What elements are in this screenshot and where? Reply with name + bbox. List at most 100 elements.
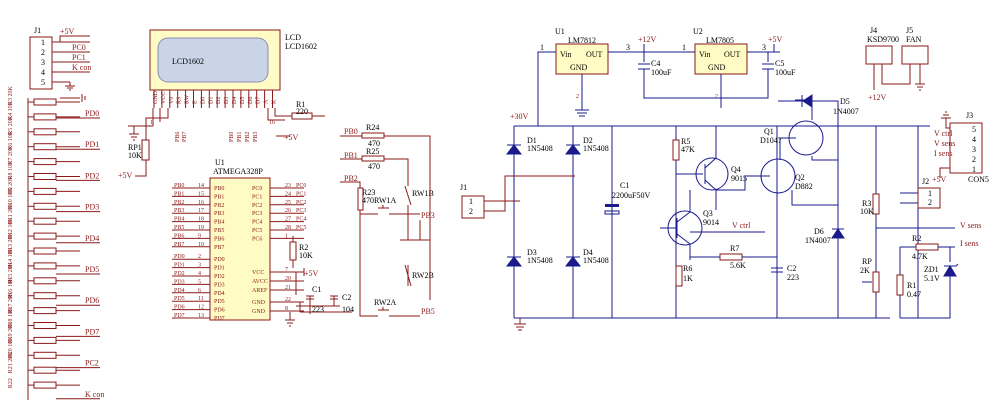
- r1pw-body: [896, 274, 904, 296]
- mcu-left-pinnum: 14: [198, 183, 204, 189]
- mcu-r2-value: 10K: [299, 251, 313, 260]
- mcu-left-pinnum: 19: [198, 225, 204, 231]
- ladder-resistor-label: R18 10K: [8, 306, 14, 329]
- ladder-resistor: [33, 113, 57, 121]
- j3-pin-1: 1: [972, 165, 976, 174]
- ladder-net-label: PD0: [85, 109, 99, 118]
- mcu-left-pinname: PD3: [214, 282, 225, 288]
- j1r-ref: J1: [460, 183, 467, 192]
- mcu-right-pinname: PC5: [252, 228, 262, 234]
- d5-value: 1N4007: [833, 107, 859, 116]
- kp-r25-body: [361, 155, 385, 162]
- r6-ref: R6: [683, 264, 692, 273]
- ladder-resistor-label: R12 10K: [8, 217, 14, 240]
- mcu-right-net: PC3: [296, 208, 306, 214]
- ladder-resistor-label: R4 10K: [8, 100, 14, 120]
- r7-value: 5.6K: [730, 261, 746, 270]
- lcd-net-label: PB2: [245, 132, 251, 142]
- r6-value: 1K: [683, 274, 693, 283]
- ladder-resistor: [33, 202, 57, 210]
- mcu-left-pinnum: 2: [198, 254, 201, 260]
- mcu-left-net: PB5: [174, 225, 184, 231]
- ladder-resistor-label: R8 10K: [8, 160, 14, 180]
- ladder-resistor-label: R9 20K: [8, 175, 14, 195]
- mcu-left-pinname: PD1: [214, 266, 225, 272]
- mcu-right-pinnum: 23: [285, 183, 291, 189]
- r2pw-value: 4.7K: [912, 252, 928, 261]
- ladder-resistor-label: R10 10K: [8, 187, 14, 210]
- mcu-left-pinnum: 9: [198, 233, 201, 239]
- mcu-left-pinnum: 5: [198, 279, 201, 285]
- d6-ref: D6: [814, 227, 824, 236]
- j3-body: [949, 122, 983, 174]
- ladder-resistor: [33, 351, 57, 359]
- r5-value: 47K: [681, 145, 695, 154]
- ladder-resistor-label: R16 10K: [8, 276, 14, 299]
- mcu-left-net: PB6: [174, 233, 184, 239]
- ladder-resistor: [33, 322, 57, 329]
- ladder-net-label: PD1: [85, 140, 99, 149]
- lcd-pin-label: A: [264, 99, 270, 104]
- r7-ref: R7: [730, 244, 739, 253]
- u1-vin: Vin: [560, 50, 572, 59]
- d1-ref: D1: [527, 136, 537, 145]
- resistor-r1: R1 220 +5V: [284, 100, 325, 142]
- ladder-resistor: [33, 277, 57, 285]
- ladder-resistor-label: R22: [8, 378, 14, 388]
- j3-pin-3: 3: [972, 145, 976, 154]
- j3-net-isens: I sens: [934, 149, 952, 158]
- lcd-pin-first: 1: [150, 120, 153, 126]
- lcd-pin-label: K: [272, 99, 278, 104]
- mcu-right-pinname: PC1: [252, 194, 262, 200]
- mcu-right-pinnum: 28: [285, 225, 291, 231]
- kp-net-pb0: PB0: [344, 127, 358, 136]
- mcu-left-net: PD0: [174, 254, 185, 260]
- lcd-net-label: PB7: [182, 132, 188, 142]
- ladder-net-label: PC2: [85, 359, 99, 368]
- mcu-right-pinname: AVCC: [252, 279, 268, 285]
- mcu-left-pinname: PD4: [214, 291, 225, 297]
- mcu-left-pinname: PB2: [214, 203, 224, 209]
- mcu-r2-body: [289, 241, 297, 261]
- mcu-left-pinnum: 6: [198, 288, 201, 294]
- ladder-resistor: [33, 187, 57, 195]
- mcu-left-pinname: PB7: [214, 245, 224, 251]
- lcd-pin-label: RS: [177, 97, 183, 104]
- mcu-left-pinname: PD2: [214, 274, 225, 280]
- kp-net-pb1: PB1: [344, 151, 358, 160]
- ladder-resistor-label: R13 20K: [8, 231, 14, 254]
- ladder-resistor: [33, 292, 57, 300]
- d3-symbol: [505, 256, 523, 267]
- keypad-block: PB0 PB1 PB2 R24 470 R25 470 R23 470 RW1A…: [340, 123, 435, 317]
- ladder-net-label: PD2: [85, 171, 99, 180]
- d6-symbol: [831, 228, 845, 239]
- lcd-pin-label: D2: [216, 97, 222, 104]
- mcu-right-pinnum: 24: [285, 191, 291, 197]
- ladder-resistor: [33, 143, 57, 151]
- mcu-right-pinname: AREF: [252, 288, 268, 294]
- j1-pin-2: 2: [41, 48, 45, 57]
- mcu-left-pinname: PB5: [214, 228, 224, 234]
- mcu-r2-ref: R2: [299, 243, 308, 252]
- j1-pin-3: 3: [41, 58, 45, 67]
- ladder-net-label: PD6: [85, 296, 99, 305]
- mcu-left-pinnum: 15: [198, 191, 204, 197]
- mcu-right-pinnum: 25: [285, 200, 291, 206]
- mcu-left-net: PD4: [174, 288, 185, 294]
- lcd-pin-label: D0: [200, 97, 206, 104]
- q1-value: D1047: [760, 136, 782, 145]
- kp-r24-value: 470: [368, 139, 380, 148]
- ladder-resistor-label: R15 20K: [8, 261, 14, 284]
- j4-body: [865, 45, 893, 65]
- j3-pin-2: 2: [972, 155, 976, 164]
- kp-r25-value: 470: [368, 162, 380, 171]
- power-supply: J1 1 2 +30V D1 1N5408 D2 1N5408 D3 1N540…: [460, 26, 989, 331]
- q4-value: 9015: [731, 174, 747, 183]
- lcd-inner-label: LCD1602: [172, 57, 204, 66]
- r1-ref: R1: [296, 100, 305, 109]
- ladder-net-label: PD3: [85, 203, 99, 212]
- u1-reg-model: LM7812: [568, 36, 596, 45]
- lcd-pin-label: D4: [232, 97, 238, 104]
- lcd-pin-label: GND: [153, 90, 159, 104]
